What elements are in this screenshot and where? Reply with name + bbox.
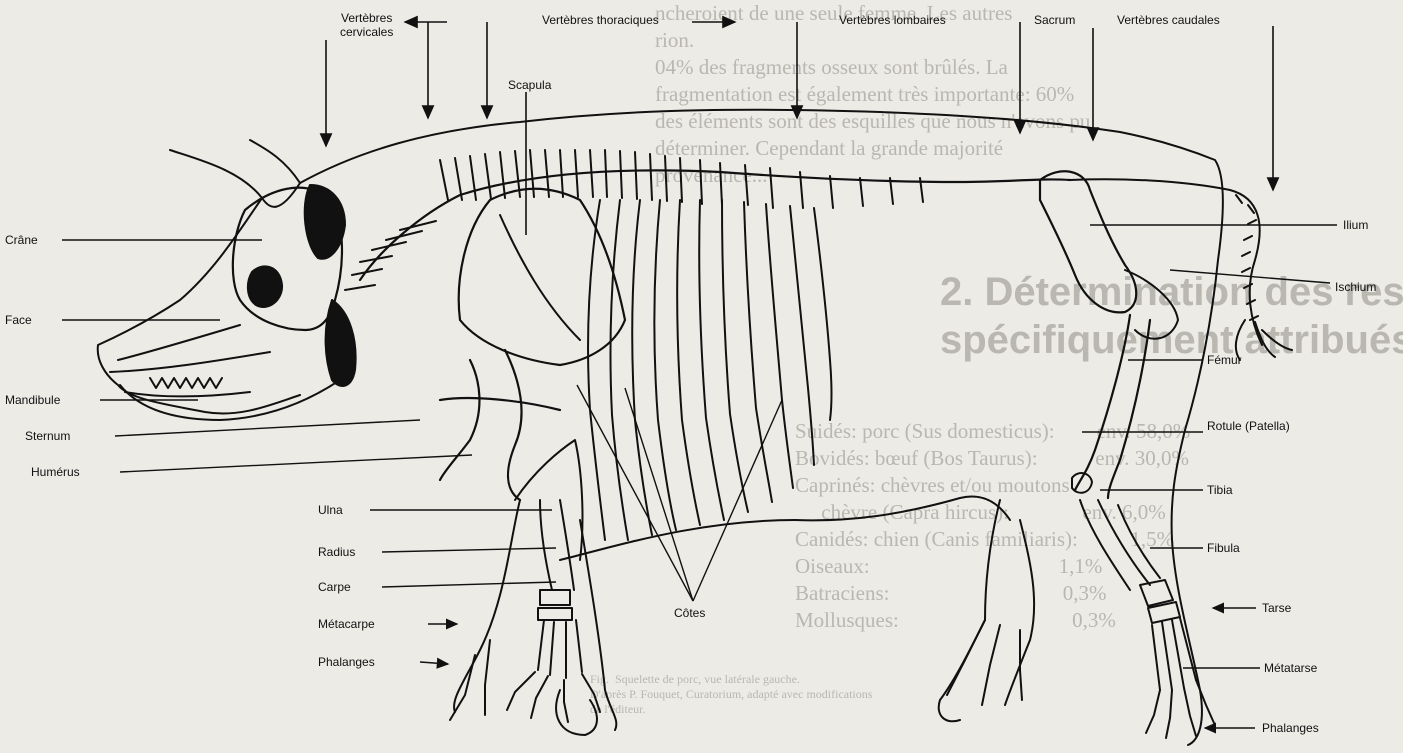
label-metatarse: Métatarse <box>1264 661 1317 675</box>
ulna-radius <box>515 440 582 590</box>
label-vertebres-lombaires: Vertèbres lombaires <box>839 13 946 27</box>
label-crane: Crâne <box>5 233 38 247</box>
label-carpe: Carpe <box>318 580 351 594</box>
tail-tuft <box>1236 320 1292 360</box>
front-leg-outline <box>454 500 616 730</box>
front-leg-2 <box>450 640 490 720</box>
label-tibia: Tibia <box>1207 483 1233 497</box>
belly-outline <box>795 497 1010 521</box>
label-humerus: Humérus <box>31 465 80 479</box>
label-ilium: Ilium <box>1343 218 1368 232</box>
label-ulna: Ulna <box>318 503 343 517</box>
hind-leg-back <box>939 500 1034 721</box>
front-metacarpals <box>538 620 582 678</box>
ear-right <box>250 140 300 183</box>
label-rotule: Rotule (Patella) <box>1207 419 1290 433</box>
ribs <box>588 200 831 540</box>
occiput <box>305 185 345 259</box>
tibia-fibula <box>1080 500 1160 590</box>
front-carpals <box>538 590 572 620</box>
label-face: Face <box>5 313 32 327</box>
label-vertebres-cervicales: Vertèbres cervicales <box>340 11 393 39</box>
front-hoof <box>556 690 597 735</box>
spine <box>360 170 1070 280</box>
label-phalanges-avant: Phalanges <box>318 655 375 669</box>
label-phalanges-arriere: Phalanges <box>1262 721 1319 735</box>
sternum <box>440 398 560 410</box>
orbit <box>248 266 282 307</box>
label-tarse: Tarse <box>1262 601 1291 615</box>
front-phalanges <box>507 672 600 722</box>
label-mandibule: Mandibule <box>5 393 60 407</box>
label-fibula: Fibula <box>1207 541 1240 555</box>
body-outline <box>300 110 1223 745</box>
label-radius: Radius <box>318 545 355 559</box>
label-femur: Fémur <box>1207 353 1242 367</box>
tail <box>1070 179 1262 345</box>
hind-phalanges <box>1146 680 1214 738</box>
label-vertebres-caudales: Vertèbres caudales <box>1117 13 1220 27</box>
mandible-dark <box>326 300 356 386</box>
scapula <box>459 189 625 365</box>
label-metacarpe: Métacarpe <box>318 617 375 631</box>
femur <box>1075 315 1150 498</box>
humerus <box>440 350 522 500</box>
scapula-spine <box>500 215 580 340</box>
ilium <box>1040 171 1136 312</box>
label-scapula: Scapula <box>508 78 551 92</box>
label-cotes: Côtes <box>674 606 705 620</box>
ear-left <box>170 150 300 207</box>
hind-phalanges-back <box>947 620 1022 705</box>
label-sternum: Sternum <box>25 429 70 443</box>
teeth <box>150 378 222 388</box>
label-vertebres-thoraciques: Vertèbres thoraciques <box>542 13 659 27</box>
tarsals <box>1140 580 1180 623</box>
label-ischium: Ischium <box>1335 280 1376 294</box>
cervical-vertebrae <box>345 221 436 290</box>
metatarsals <box>1152 618 1196 690</box>
label-sacrum: Sacrum <box>1034 13 1075 27</box>
